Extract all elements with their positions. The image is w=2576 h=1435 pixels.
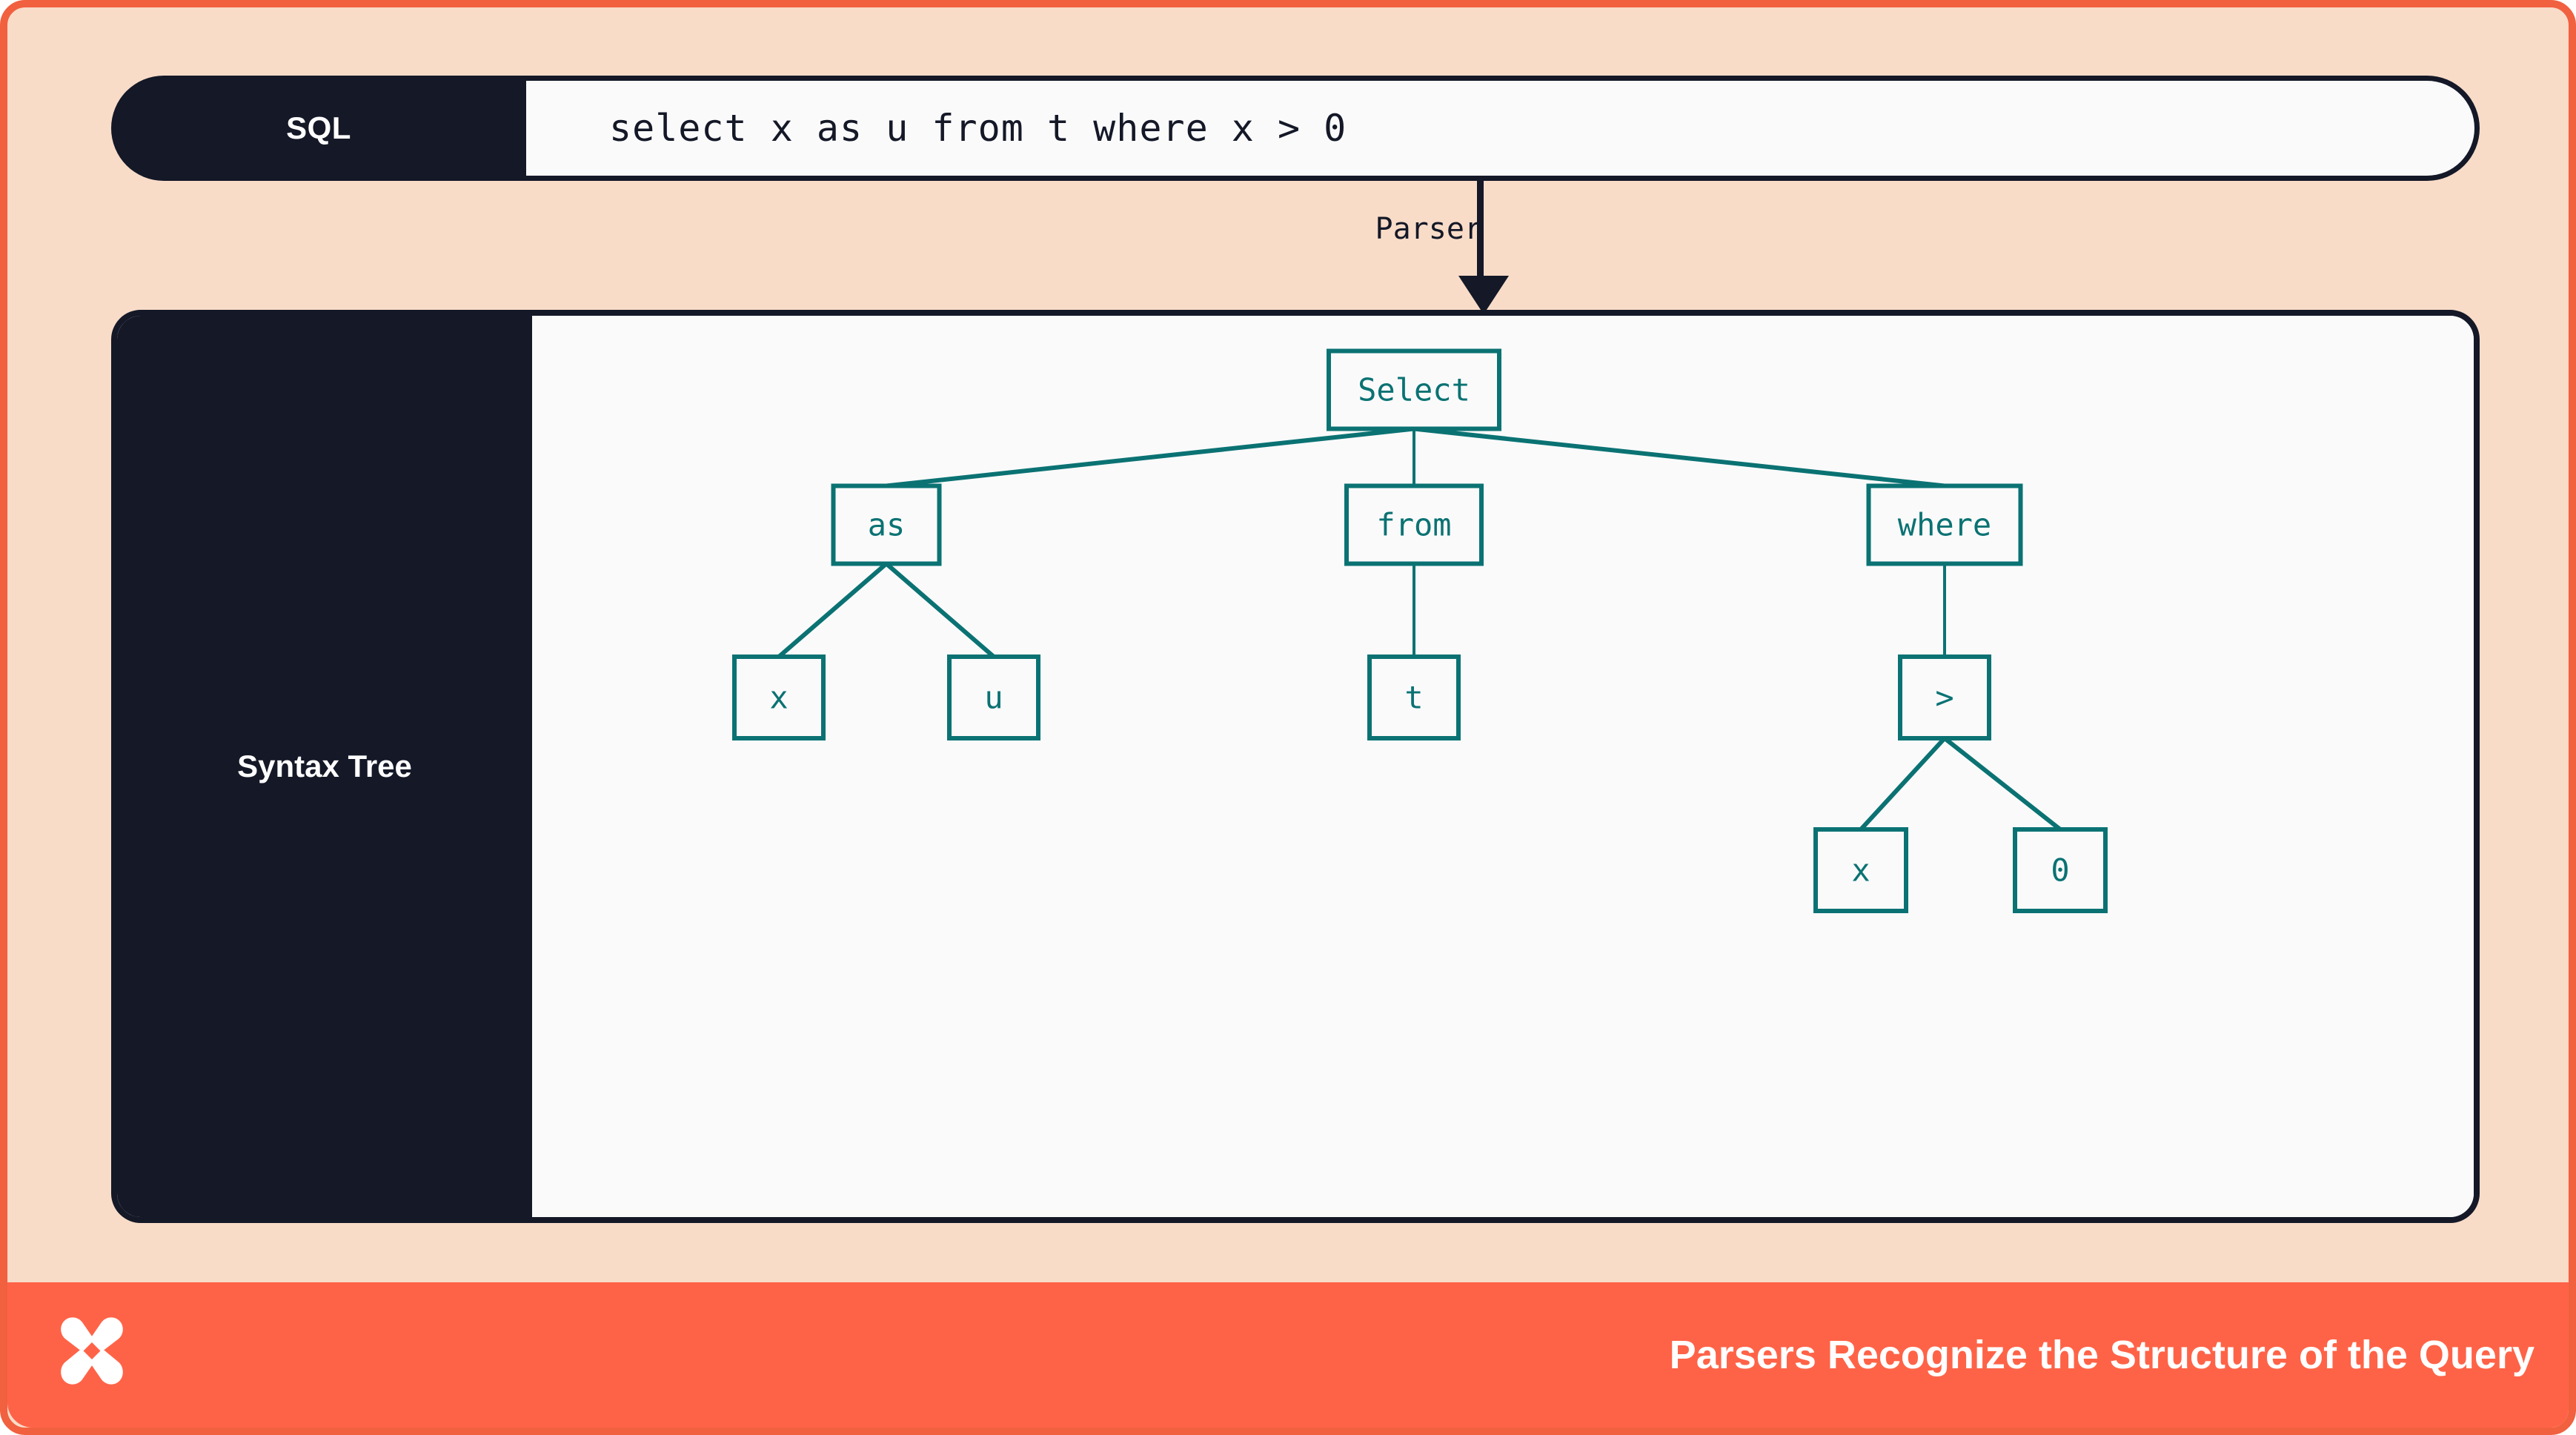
tree-edge xyxy=(885,562,995,659)
tree-node-label: from xyxy=(1376,507,1451,543)
tree-node-label: > xyxy=(1935,680,1953,716)
syntax-tree-panel: Syntax Tree Select as from where x u t > x 0 xyxy=(111,310,2480,1223)
parser-label: Parser xyxy=(1375,212,1483,246)
tree-node-box xyxy=(732,654,826,740)
tree-node-box xyxy=(1813,827,1908,913)
tree-node-box xyxy=(2013,827,2108,913)
tree-node-label: as xyxy=(868,507,906,543)
tree-node[interactable]: t xyxy=(1367,654,1461,740)
arrow-shaft xyxy=(1477,181,1484,285)
tree-node-box xyxy=(1327,348,1501,431)
tree-edge xyxy=(1943,736,2062,832)
tree-node-box xyxy=(831,483,942,566)
footer-caption: Parsers Recognize the Structure of the Q… xyxy=(1669,1333,2534,1377)
tree-edge xyxy=(886,426,1415,488)
syntax-tree-label: Syntax Tree xyxy=(117,316,532,1217)
tree-node[interactable]: Select xyxy=(1327,348,1501,431)
arrow-down-icon xyxy=(1458,276,1509,314)
tree-node-label: t xyxy=(1404,680,1423,716)
tree-edge xyxy=(777,562,888,659)
tree-node[interactable]: x xyxy=(1813,827,1908,913)
tree-node[interactable]: from xyxy=(1344,483,1484,566)
tree-node[interactable]: 0 xyxy=(2013,827,2108,913)
tree-node-box xyxy=(1866,483,2023,566)
tree-node-label: where xyxy=(1898,507,1991,543)
tree-node-label: 0 xyxy=(2051,852,2069,889)
tree-node-box xyxy=(1367,654,1461,740)
footer-bar: Parsers Recognize the Structure of the Q… xyxy=(7,1282,2569,1428)
tree-node[interactable]: x xyxy=(732,654,826,740)
sql-label: SQL xyxy=(111,76,526,181)
star-x-logo-icon xyxy=(61,1317,123,1385)
tree-edge xyxy=(1413,426,1945,488)
tree-node[interactable]: where xyxy=(1866,483,2023,566)
tree-node-box xyxy=(1344,483,1484,566)
tree-node[interactable]: u xyxy=(947,654,1040,740)
sql-row: SQL select x as u from t where x > 0 xyxy=(111,76,2480,181)
tree-node-label: u xyxy=(984,680,1003,716)
tree-node-label: Select xyxy=(1358,372,1470,408)
tree-node[interactable]: > xyxy=(1898,654,1991,740)
sql-query-text[interactable]: select x as u from t where x > 0 xyxy=(526,76,2480,181)
tree-node-label: x xyxy=(769,680,788,716)
tree-node[interactable]: as xyxy=(831,483,942,566)
syntax-tree-svg: Select as from where x u t > x 0 xyxy=(732,348,2108,913)
syntax-tree-canvas: Select as from where x u t > x 0 xyxy=(532,316,2474,1217)
tree-edge xyxy=(1859,736,1947,832)
parser-arrow-group: Parser xyxy=(1267,181,1653,314)
tree-node-box xyxy=(947,654,1040,740)
tree-node-label: x xyxy=(1851,852,1870,889)
tree-node-box xyxy=(1898,654,1991,740)
